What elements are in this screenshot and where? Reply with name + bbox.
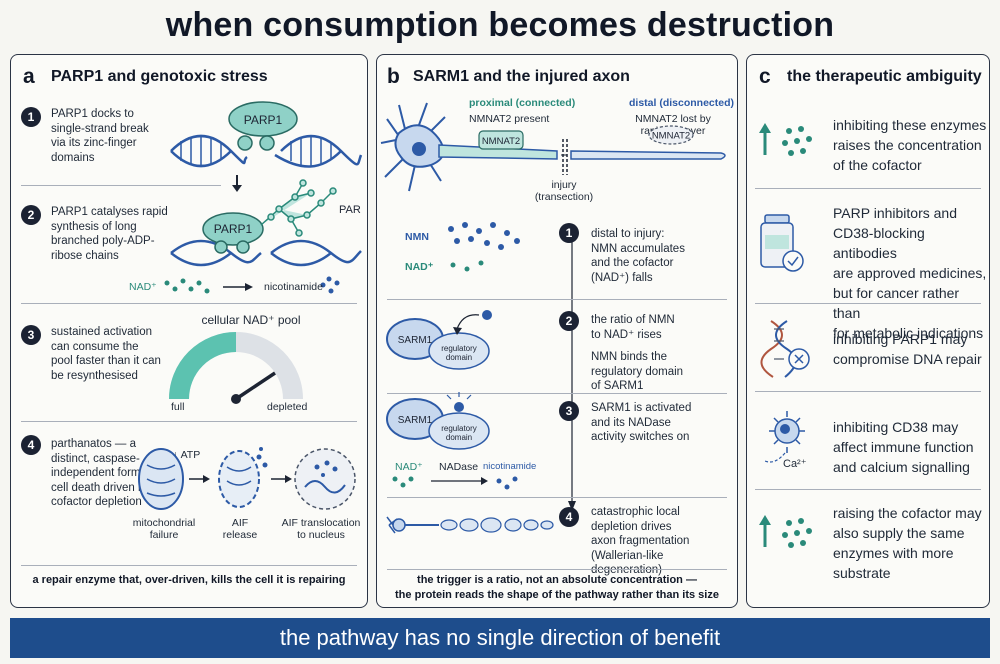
- gauge-title: cellular NAD⁺ pool: [201, 313, 301, 327]
- dna-cross-icon: [760, 320, 810, 378]
- nadase-label: NADase: [439, 461, 479, 473]
- page-title: when consumption becomes destruction: [165, 6, 835, 44]
- divider: [755, 489, 981, 490]
- calcium-label: Ca²⁺: [783, 458, 807, 470]
- panel-heading-a: PARP1 and genotoxic stress: [51, 68, 268, 85]
- step-number-a3: 3: [21, 325, 41, 345]
- sarm1-label-b2: SARM1: [398, 335, 433, 346]
- sarm1-inactive-diagram: SARM1 regulatory domain: [386, 310, 492, 370]
- panel-b-caption: the trigger is a ratio, not an absolute …: [395, 574, 719, 601]
- panel-a-caption: a repair enzyme that, over-driven, kills…: [32, 574, 346, 586]
- step-number-b4: 4: [559, 507, 579, 527]
- step-number-b3: 3: [559, 401, 579, 421]
- divider: [387, 299, 727, 300]
- par-chain-diagram: PARP1 PAR: [170, 179, 362, 267]
- immune-cell-icon: [764, 411, 805, 463]
- panel-letter-c: c: [759, 65, 771, 88]
- svg-text:domain: domain: [446, 353, 472, 362]
- svg-text:regulatory: regulatory: [441, 344, 477, 353]
- neuron-axon-diagram: NMNAT2 NMNAT2: [380, 102, 726, 192]
- flow-arrow: [568, 225, 576, 511]
- panel-heading-c: the therapeutic ambiguity: [787, 68, 982, 85]
- panel-letter-a: a: [23, 65, 35, 88]
- parp1-label: PARP1: [244, 113, 283, 127]
- proximal-title: proximal (connected): [469, 97, 576, 109]
- step-number-b1: 1: [559, 223, 579, 243]
- summary-banner: the pathway has no single direction of b…: [10, 618, 990, 658]
- nad-pool-gauge: [169, 332, 303, 404]
- step-number-b2: 2: [559, 311, 579, 331]
- divider: [387, 497, 727, 498]
- nmnat2-proximal-label: NMNAT2: [482, 136, 520, 147]
- nicotinamide-label-b: nicotinamide: [483, 461, 537, 472]
- nucleus-icon: [294, 448, 356, 510]
- gauge-full-label: full: [171, 401, 185, 413]
- divider: [21, 303, 357, 304]
- step-number-a4: 4: [21, 435, 41, 455]
- divider: [755, 391, 981, 392]
- sarm1-label-b3: SARM1: [398, 415, 433, 426]
- gauge-depleted-label: depleted: [267, 401, 308, 413]
- dna-break-diagram: PARP1: [170, 101, 363, 168]
- divider: [755, 303, 981, 304]
- divider: [21, 565, 357, 566]
- panel-sarm1: b SARM1 and the injured axon proximal (c…: [376, 54, 738, 608]
- step-number-a2: 2: [21, 205, 41, 225]
- mitochondrion-icon: [138, 448, 184, 510]
- svg-text:domain: domain: [446, 433, 472, 442]
- nad-label-b: NAD⁺: [405, 261, 434, 273]
- fragmented-axon-diagram: [386, 516, 554, 534]
- distal-title: distal (disconnected): [629, 97, 735, 109]
- panel-parp1: a PARP1 and genotoxic stress 1 PARP1 doc…: [10, 54, 368, 608]
- atp-label: ↓ ATP: [173, 449, 201, 461]
- divider: [21, 421, 357, 422]
- parthanatos-diagram: [138, 447, 356, 510]
- panel-heading-b: SARM1 and the injured axon: [413, 68, 630, 85]
- injury-label: injury(transection): [534, 179, 594, 203]
- nad-conversion-arrow: [164, 276, 340, 294]
- nicotinamide-label-a: nicotinamide: [264, 281, 323, 293]
- divider: [387, 569, 727, 570]
- parp1-label-2: PARP1: [214, 222, 253, 236]
- sarm1-active-diagram: SARM1 regulatory domain: [386, 392, 490, 450]
- aif-release-icon: [218, 447, 268, 508]
- divider: [21, 185, 221, 186]
- nad-label-a: NAD⁺: [129, 281, 157, 293]
- panel-therapeutic: c the therapeutic ambiguity inhibiting t…: [746, 54, 990, 608]
- nad-label-b3: NAD⁺: [395, 461, 423, 473]
- proximal-subtitle: NMNAT2 present: [469, 113, 550, 125]
- divider: [755, 188, 981, 189]
- par-label: PAR: [339, 204, 361, 216]
- svg-text:regulatory: regulatory: [441, 424, 477, 433]
- nmn-label: NMN: [405, 231, 429, 243]
- up-arrow-dots-icon: [759, 515, 812, 548]
- panel-letter-b: b: [387, 65, 400, 88]
- divider: [387, 393, 727, 394]
- nmnat2-distal-label: NMNAT2: [652, 131, 690, 142]
- gauge-needle: [235, 371, 276, 401]
- nadase-reaction: [392, 476, 518, 490]
- down-arrow-icon: [232, 175, 242, 192]
- up-arrow-dots-icon: [759, 123, 812, 156]
- medicine-bottle-icon: [760, 214, 804, 272]
- nmn-nad-dots: [448, 222, 520, 272]
- step-number-a1: 1: [21, 107, 41, 127]
